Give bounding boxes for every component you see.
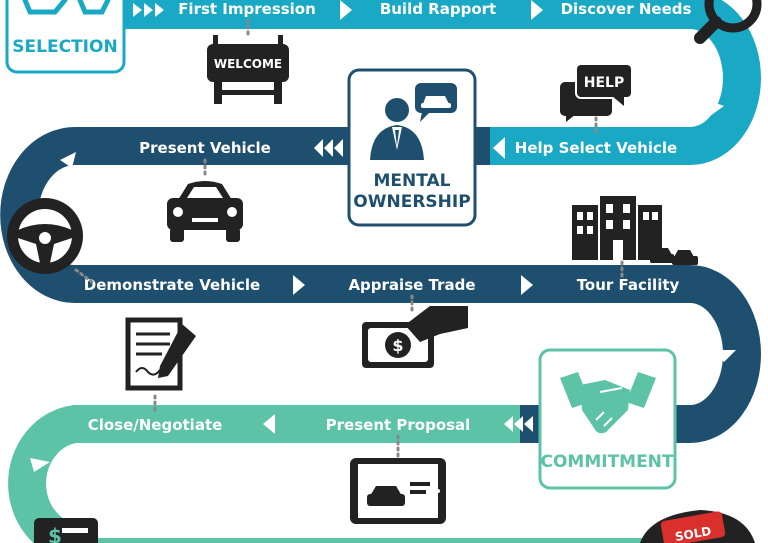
step-close-negotiate: Close/Negotiate [88, 416, 223, 434]
step-help-select-vehicle: Help Select Vehicle [515, 139, 677, 157]
road-row-2 [0, 127, 761, 443]
stage-commitment: COMMITMENT [538, 348, 677, 490]
arrow-down-icon [30, 458, 50, 472]
arrow-left-icon [514, 416, 523, 432]
sold-tag-text: SOLD [674, 524, 712, 543]
arrow-left-icon [324, 139, 333, 157]
step-appraise-trade: Appraise Trade [348, 276, 475, 294]
step-demonstrate-vehicle: Demonstrate Vehicle [84, 276, 260, 294]
stage-mental-label-line1: MENTAL [373, 171, 450, 191]
step-build-rapport: Build Rapport [380, 0, 496, 18]
arrow-left-icon [314, 139, 323, 157]
stage-mental-label-line2: OWNERSHIP [353, 192, 470, 212]
car-icon [167, 158, 243, 242]
arrow-left-icon [263, 414, 275, 434]
arrow-right-icon [293, 275, 305, 295]
contract-icon [125, 317, 196, 412]
arrow-right-icon [521, 275, 533, 295]
arrow-right-icon [155, 3, 164, 17]
tablet-proposal-icon [350, 434, 446, 524]
arrow-left-icon [524, 416, 533, 432]
handshake-icon [560, 372, 656, 434]
step-tour-facility: Tour Facility [577, 276, 680, 294]
arrow-right-icon [340, 0, 352, 20]
stage-selection: SELECTION [5, 0, 126, 74]
help-bubble-text: HELP [584, 75, 624, 91]
arrow-left-icon [334, 139, 343, 157]
salesperson-icon [370, 98, 424, 160]
arrow-down-icon [712, 350, 736, 362]
money-hand-icon: $ [362, 294, 468, 368]
cash-dollar-sign: $ [48, 524, 62, 543]
sold-car-icon: SOLD [640, 510, 755, 543]
welcome-sign-icon: WELCOME [207, 18, 289, 104]
road-row-3 [8, 405, 520, 543]
cash-icon: $ [34, 518, 98, 543]
step-discover-needs: Discover Needs [561, 0, 692, 18]
help-bubble-icon: HELP [560, 63, 633, 136]
arrow-right-icon [144, 3, 153, 17]
building-icon [572, 196, 698, 265]
dollar-sign: $ [392, 336, 403, 355]
stage-mental-ownership: MENTAL OWNERSHIP [347, 68, 477, 227]
stage-selection-label: SELECTION [12, 37, 117, 57]
stage-commitment-label: COMMITMENT [540, 452, 673, 472]
step-first-impression: First Impression [178, 0, 316, 18]
arrow-down-icon [707, 100, 724, 116]
car-thought-bubble-icon [415, 83, 457, 122]
arrow-up-icon [60, 152, 76, 168]
arrow-left-icon [493, 137, 505, 159]
magnifier-icon [694, 0, 762, 44]
arrow-right-icon [133, 3, 142, 17]
direction-arrows [30, 0, 736, 472]
arrow-left-icon [504, 416, 513, 432]
welcome-sign-text: WELCOME [214, 57, 282, 71]
steering-wheel-icon [7, 198, 94, 284]
step-present-vehicle: Present Vehicle [139, 139, 271, 157]
step-present-proposal: Present Proposal [326, 416, 471, 434]
arrow-right-icon [531, 0, 543, 20]
handshake-partial-icon [22, 0, 111, 15]
